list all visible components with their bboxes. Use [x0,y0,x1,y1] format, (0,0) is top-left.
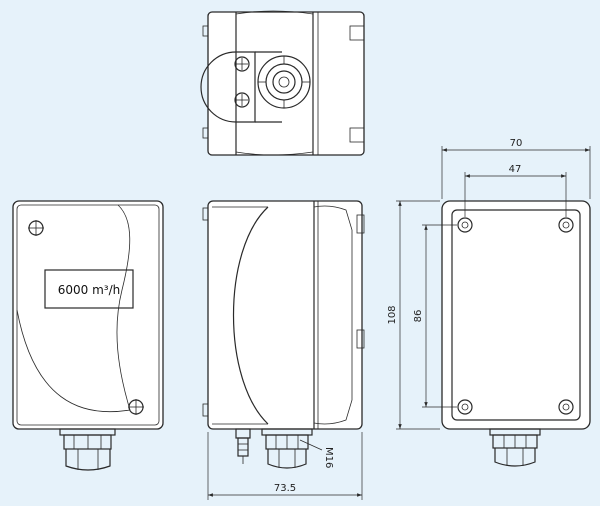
rear-hole-tr-icon [558,217,574,233]
thread-leader-line [299,439,323,451]
side-screw-icon [235,428,251,464]
front-screw-top-icon [28,220,44,236]
front-view: 6000 m³/h [12,200,164,471]
hole-spacing-x-label: 47 [509,164,522,175]
gland-thread-label: M16 [323,447,334,468]
front-screw-bottom-icon [128,399,144,415]
front-cable-gland-icon [59,428,116,471]
total-height-label: 108 [387,305,398,324]
top-screw-upper-icon [234,56,250,72]
rear-view: 70 47 108 86 [387,138,591,467]
rear-cable-gland-icon [489,428,541,467]
rear-hole-tl-icon [457,217,473,233]
side-view: M16 73.5 [202,200,365,500]
capacity-label: 6000 m³/h [58,283,121,297]
depth-label: 73.5 [274,483,296,494]
top-view [200,10,365,156]
rear-hole-br-icon [558,399,574,415]
hole-spacing-y-label: 86 [413,310,424,323]
rear-hole-bl-icon [457,399,473,415]
top-screw-lower-icon [234,92,250,108]
total-width-label: 70 [510,138,523,149]
top-cable-gland-icon [257,55,311,109]
label-plate [44,269,134,309]
side-cable-gland-icon [261,428,313,469]
